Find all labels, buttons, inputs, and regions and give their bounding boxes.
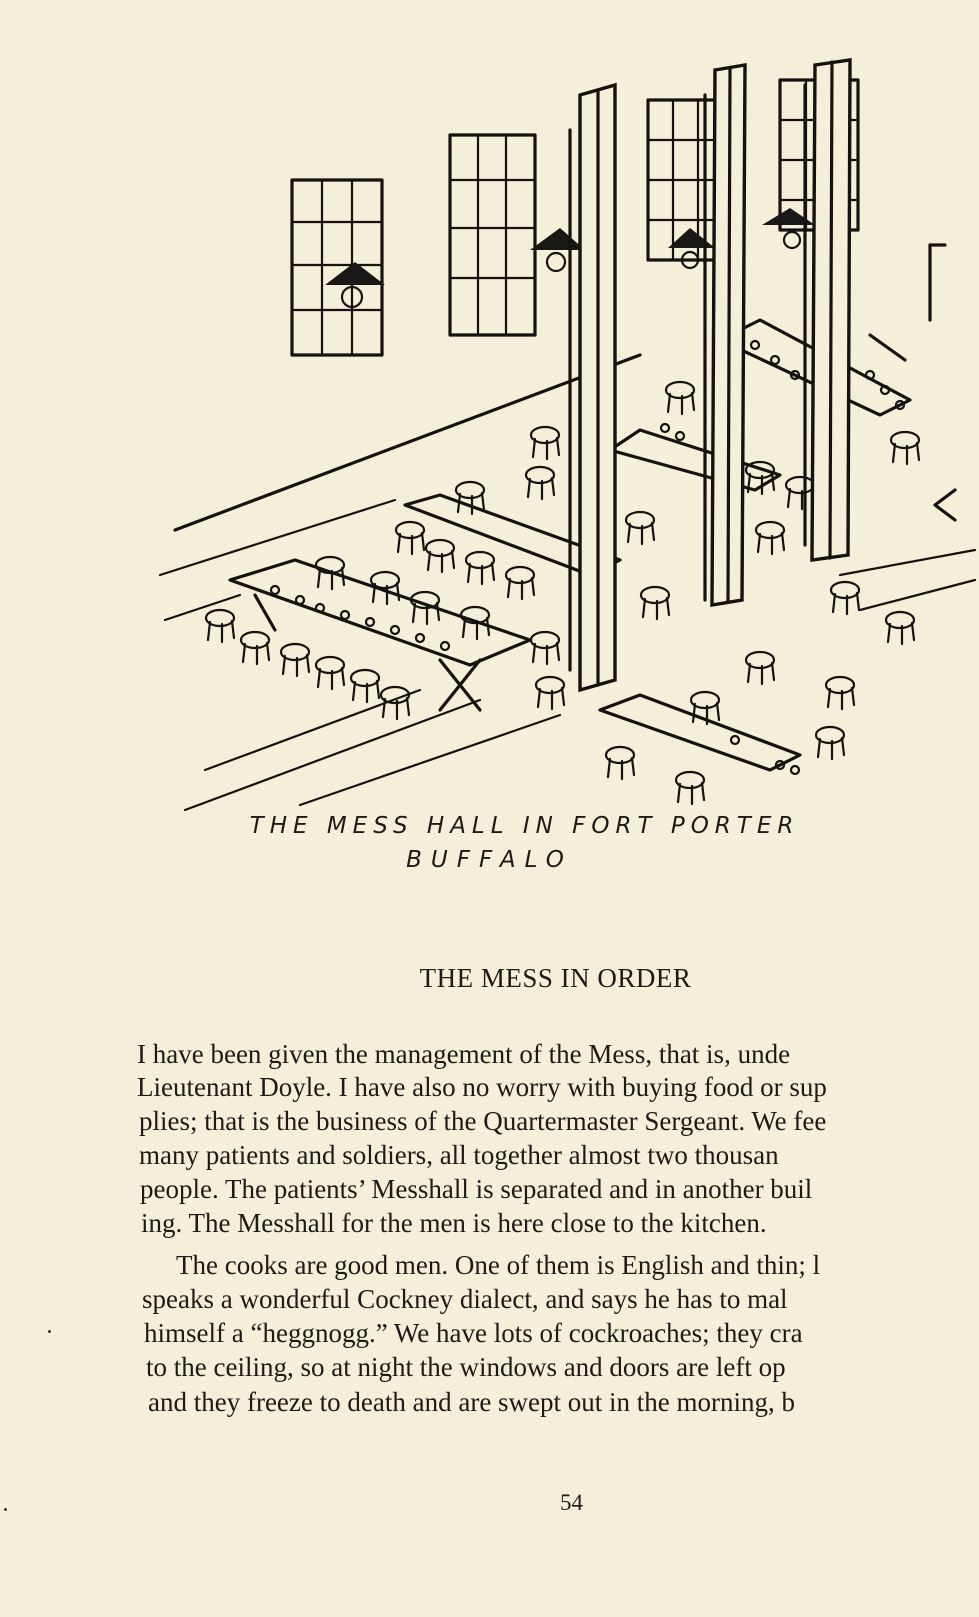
section-title: THE MESS IN ORDER (419, 963, 692, 993)
body-line: speaks a wonderful Cockney dialect, and … (142, 1284, 788, 1314)
pillars (568, 58, 852, 693)
body-line: plies; that is the business of the Quart… (139, 1106, 827, 1136)
window-center (448, 133, 537, 337)
right-edge-marks (868, 243, 957, 522)
paper-speck (48, 1330, 51, 1333)
messhall-illustration (158, 58, 977, 812)
body-line: Lieutenant Doyle. I have also no worry w… (137, 1072, 827, 1102)
floor-lines (158, 353, 977, 812)
body-line: ing. The Messhall for the men is here cl… (141, 1208, 767, 1238)
page-number: 54 (560, 1490, 583, 1515)
plates (269, 339, 906, 776)
window-left (290, 178, 384, 357)
body-line: many patients and soldiers, all together… (139, 1140, 779, 1170)
stools (204, 380, 921, 806)
ceiling-lamps (325, 208, 815, 309)
body-line: I have been given the management of the … (137, 1039, 791, 1069)
body-line: and they freeze to death and are swept o… (148, 1387, 796, 1417)
paper-speck (4, 1508, 7, 1511)
body-line: to the ceiling, so at night the windows … (146, 1352, 786, 1382)
body-line: The cooks are good men. One of them is E… (176, 1250, 821, 1280)
illustration-caption-line2: BUFFALO (406, 847, 573, 873)
illustration-caption-line1: THE MESS HALL IN FORT PORTER (249, 813, 800, 839)
body-line: people. The patients’ Messhall is separa… (140, 1174, 813, 1204)
window-right-1 (646, 98, 725, 262)
body-line: himself a “heggnogg.” We have lots of co… (144, 1318, 803, 1348)
